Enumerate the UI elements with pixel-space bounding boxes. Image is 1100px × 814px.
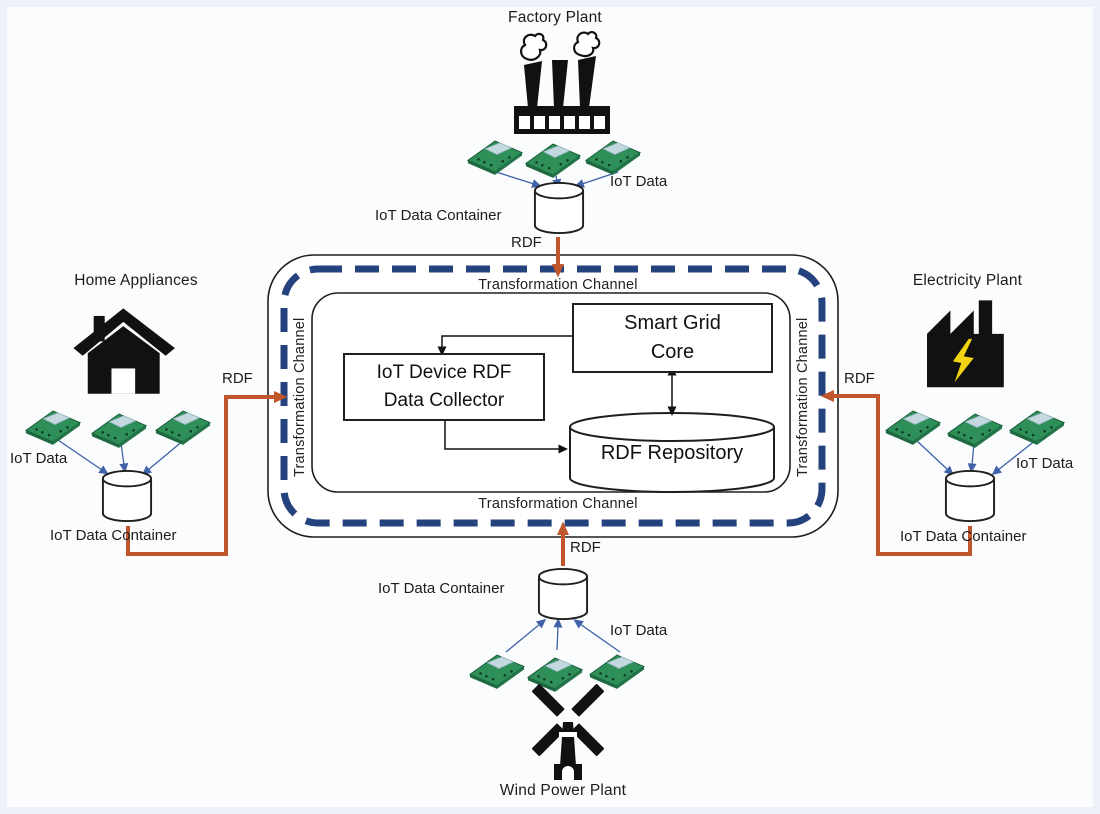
data-container-cylinder <box>533 180 585 236</box>
collector-label-line2: Data Collector <box>383 390 505 411</box>
rdf-label-top: RDF <box>511 234 542 251</box>
iot-data-container-label-bottom: IoT Data Container <box>378 580 505 597</box>
transformation-channel-label-top: Transformation Channel <box>478 277 638 293</box>
rdf-label-left: RDF <box>222 370 253 387</box>
house-icon <box>70 296 180 396</box>
smart-grid-core-label-line2: Core <box>650 341 695 363</box>
iot-device-rdf-data-collector-node: IoT Device RDF Data Collector <box>343 353 545 421</box>
device-arrows-left <box>57 439 185 476</box>
iot-data-label-top: IoT Data <box>610 173 668 190</box>
electricity-plant-icon <box>917 292 1013 394</box>
iot-data-container-label-top: IoT Data Container <box>375 207 502 224</box>
rdf-repository-cylinder <box>569 412 775 493</box>
iot-device-board-icon <box>90 407 148 450</box>
rdf-arrow-left <box>126 391 288 556</box>
smart-grid-core-node: Smart Grid Core <box>572 303 773 373</box>
home-appliances-title: Home Appliances <box>74 272 198 289</box>
transformation-channel-label-bottom: Transformation Channel <box>478 496 638 512</box>
iot-device-board-icon <box>884 404 942 447</box>
electricity-plant-title: Electricity Plant <box>912 272 1023 289</box>
data-container-cylinder <box>944 468 996 524</box>
smart-grid-core-label-line1: Smart Grid <box>624 312 721 334</box>
iot-data-label-bottom: IoT Data <box>610 622 668 639</box>
iot-device-board-icon <box>584 134 642 177</box>
rdf-label-right: RDF <box>844 370 875 387</box>
factory-plant-title: Factory Plant <box>508 9 602 26</box>
data-container-cylinder <box>101 468 153 524</box>
rdf-label-bottom: RDF <box>570 539 601 556</box>
iot-data-label-left: IoT Data <box>10 450 68 467</box>
iot-device-board-icon <box>466 134 524 177</box>
iot-data-label-right: IoT Data <box>1016 455 1074 472</box>
device-arrows-bottom <box>505 618 621 653</box>
collector-label-line1: IoT Device RDF <box>376 362 512 384</box>
transformation-channel-label-right: Transformation Channel <box>795 317 811 477</box>
iot-device-board-icon <box>24 404 82 447</box>
collector-to-repository-connector <box>444 417 568 454</box>
iot-device-board-icon <box>154 404 212 447</box>
wind-power-plant-title: Wind Power Plant <box>499 782 627 799</box>
iot-data-container-label-right: IoT Data Container <box>900 528 1027 545</box>
iot-data-container-label-left: IoT Data Container <box>50 527 177 544</box>
iot-device-board-icon <box>524 137 582 180</box>
iot-device-board-icon <box>1008 404 1066 447</box>
transformation-channel-label-left: Transformation Channel <box>292 317 308 477</box>
iot-device-board-icon <box>946 407 1004 450</box>
rdf-repository-label: RDF Repository <box>600 442 744 464</box>
data-container-cylinder <box>537 566 589 622</box>
factory-icon <box>512 30 612 138</box>
core-to-collector-connector <box>437 335 572 356</box>
rdf-arrow-right <box>820 390 972 556</box>
windmill-icon <box>512 670 622 780</box>
